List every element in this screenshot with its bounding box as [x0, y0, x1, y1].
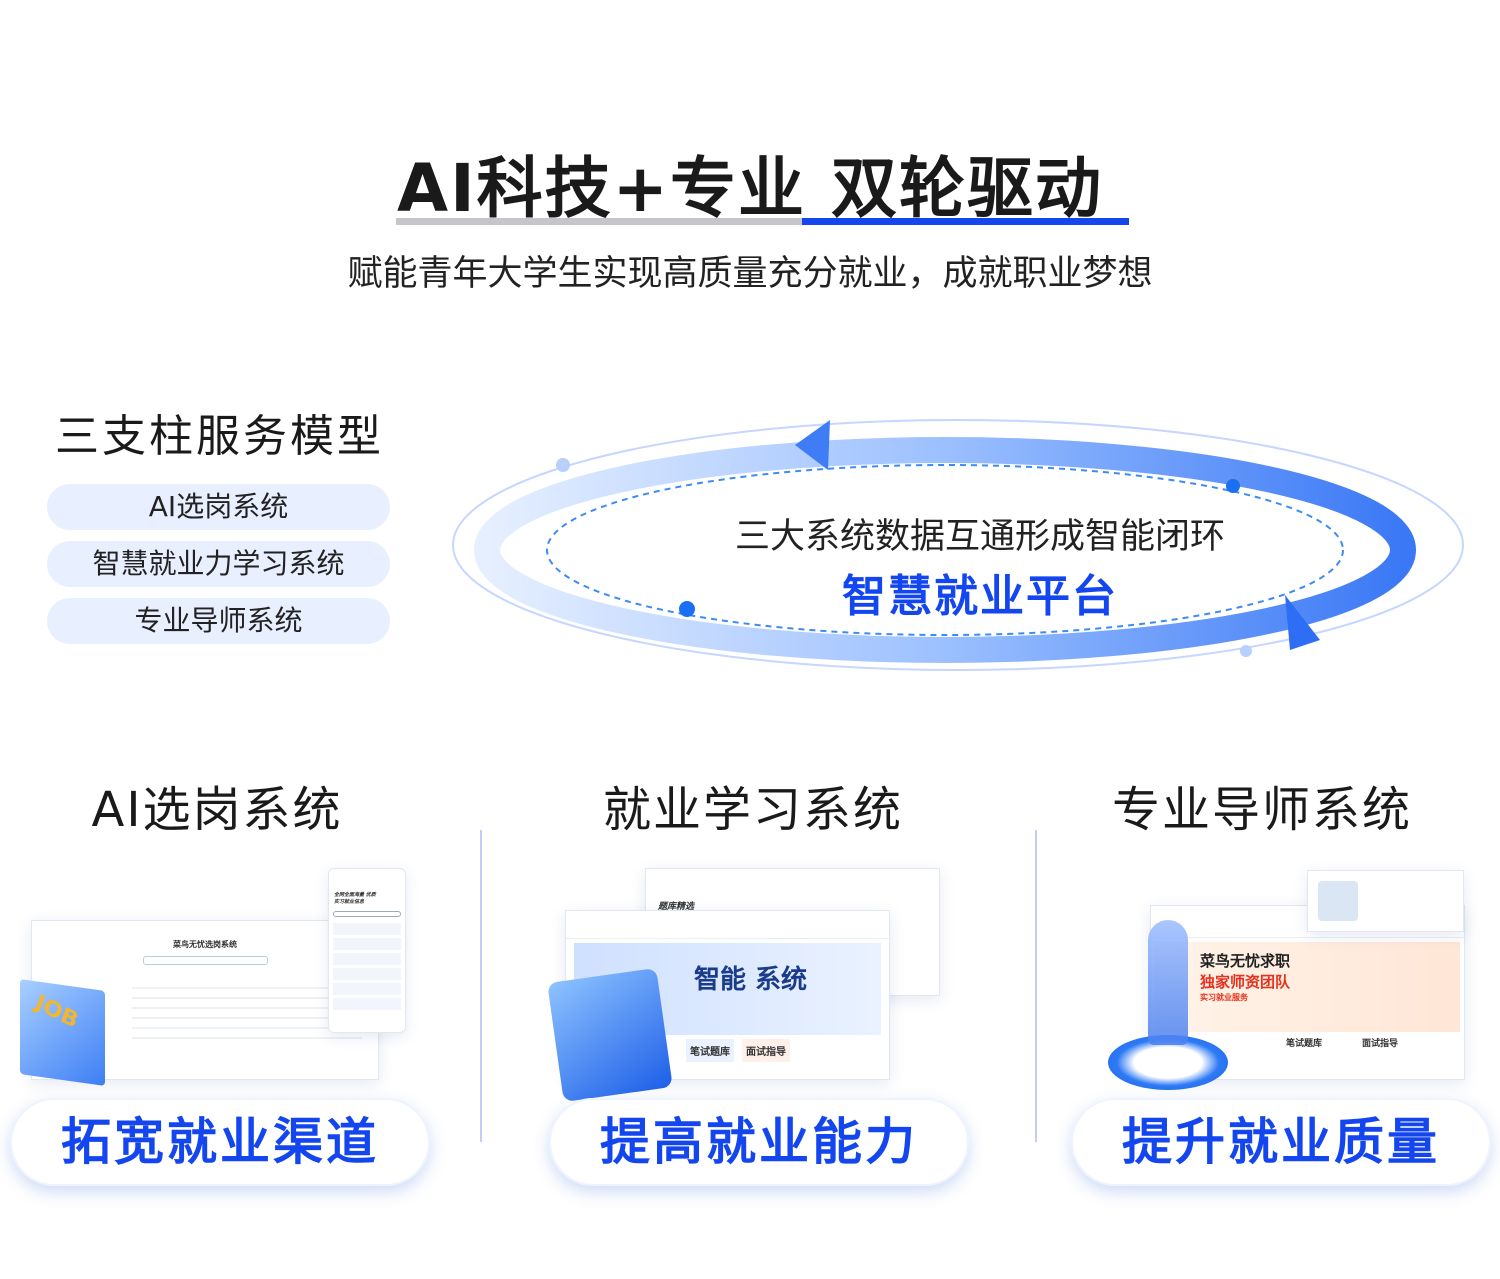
banner-line: 菜鸟无忧求职	[1200, 952, 1291, 970]
pillar-item-mentor: 专业导师系统	[47, 598, 390, 644]
pillar-item-learning: 智慧就业力学习系统	[47, 541, 390, 587]
platform-name: 智慧就业平台	[842, 571, 1118, 622]
cube-icon	[547, 967, 673, 1103]
banner-line: 独家师资团队	[1200, 973, 1291, 991]
orbit-dot	[1226, 479, 1240, 493]
avatar	[1318, 881, 1358, 921]
section-title-mentor: 专业导师系统	[1111, 782, 1412, 838]
banner-line: 实习就业服务	[1200, 993, 1248, 1002]
section-title-learning: 就业学习系统	[602, 782, 903, 838]
human-figure-icon	[1148, 920, 1188, 1045]
orbit-dot	[556, 458, 570, 472]
screenshot-title: 菜鸟无忧选岗系统	[173, 940, 237, 949]
mentor-profile-card	[1307, 870, 1464, 932]
screenshot-title: 题库精选	[658, 902, 695, 912]
loop-caption: 三大系统数据互通形成智能闭环	[734, 517, 1225, 557]
arrow-head-right-icon	[1285, 595, 1320, 650]
job-folder-icon: JOB	[20, 979, 105, 1086]
title-underline-blue	[802, 218, 1129, 225]
arrow-head-left-icon	[795, 420, 830, 470]
closed-loop-diagram	[452, 419, 1464, 671]
benefit-expand-channels: 拓宽就业渠道	[10, 1098, 430, 1186]
benefit-raise-quality: 提升就业质量	[1071, 1098, 1491, 1186]
mentor-front-screenshot: 菜鸟无忧求职 独家师资团队 实习就业服务 笔试题库 面试指导	[1150, 905, 1465, 1080]
divider	[480, 830, 482, 1142]
orbit-dot	[1240, 645, 1252, 657]
outer-orbit	[452, 419, 1464, 671]
title-underline-gray	[396, 218, 802, 225]
card-interview: 面试指导	[1362, 1039, 1399, 1049]
pillar-item-ai-job: AI选岗系统	[47, 484, 390, 530]
page-subtitle: 赋能青年大学生实现高质量充分就业，成就职业梦想	[347, 254, 1153, 294]
orbit-dot	[679, 601, 695, 617]
section-title-ai-job: AI选岗系统	[91, 782, 343, 838]
card-interview: 面试指导	[742, 1039, 790, 1062]
card-written-test: 笔试题库	[1286, 1039, 1323, 1049]
pillar-model-title: 三支柱服务模型	[55, 411, 384, 462]
card-written-test: 笔试题库	[686, 1039, 734, 1062]
divider	[1035, 830, 1037, 1142]
mobile-banner: 全网全面海量 优质实习就业信息	[334, 892, 376, 905]
page-title: AI科技+专业 双轮驱动	[397, 150, 1103, 227]
benefit-improve-ability: 提高就业能力	[549, 1098, 969, 1186]
dashed-orbit	[546, 464, 1344, 636]
job-system-mobile-screenshot: 全网全面海量 优质实习就业信息	[328, 868, 406, 1033]
arrow-ring	[474, 437, 1416, 663]
